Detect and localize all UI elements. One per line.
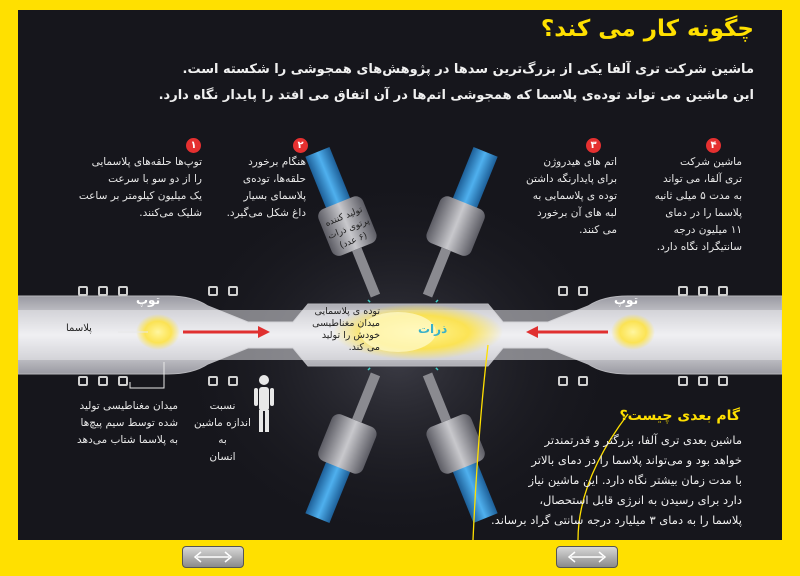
- step-4-line: تری آلفا، می تواند: [662, 173, 742, 185]
- coil-ring: [678, 286, 688, 296]
- page-title: چگونه کار می کند؟: [540, 16, 754, 42]
- step-2-badge: ۲: [293, 138, 308, 153]
- step-3-line: برای پایدارنگه داشتن: [526, 173, 617, 185]
- step-1-line: توپ‌ها حلقه‌های پلاسمایی: [91, 156, 202, 168]
- intro-line-1: ماشین شرکت تری آلفا یکی از بزرگ‌ترین سده…: [182, 62, 754, 77]
- coil-ring: [578, 376, 588, 386]
- magnet-label-line: به پلاسما شتاب می‌دهد: [77, 434, 178, 446]
- human-silhouette: [254, 375, 274, 432]
- next-step-line: با مدت زمان بیشتر نگاه دارد. این ماشین ن…: [528, 473, 742, 487]
- leader-curve: [472, 344, 489, 540]
- step-1-line: شلیک می‌کنند.: [139, 207, 202, 219]
- plasma-mass-line: خودش را تولید: [321, 330, 380, 341]
- magnet-label-line: شده توسط سیم پیچ‌ها: [80, 417, 179, 429]
- infographic-panel: چگونه کار می کند؟ ماشین شرکت تری آلفا یک…: [18, 10, 782, 540]
- arrow-left-head: [526, 326, 538, 338]
- coil-ring: [698, 286, 708, 296]
- injector-top-left: [305, 147, 381, 298]
- step-4-line: پلاسما را در دمای: [665, 207, 742, 219]
- plasma-glow-right: [611, 314, 655, 350]
- next-step-line: دارد برای رسیدن به انرژی قابل استحصال،: [539, 493, 742, 507]
- step-4-line: ۱۱ میلیون درجه: [673, 224, 742, 236]
- next-step-line: ماشین بعدی تری آلفا، بزرگتر و قدرتمندتر: [544, 433, 742, 447]
- step-4-text: ماشین شرکت تری آلفا، می تواند به مدت ۵ م…: [655, 154, 742, 256]
- coil-ring: [208, 286, 218, 296]
- injector-bottom-right: [422, 372, 498, 523]
- injector-top-right: [422, 147, 498, 298]
- double-arrow-icon: [567, 551, 607, 563]
- magnet-label: میدان مغناطیسی تولید شده توسط سیم پیچ‌ها…: [77, 398, 178, 449]
- leader-line: [129, 362, 165, 389]
- gun-right-label: توپ: [614, 293, 639, 307]
- coil-ring: [558, 286, 568, 296]
- next-step-body: ماشین بعدی تری آلفا، بزرگتر و قدرتمندتر …: [491, 430, 742, 530]
- step-4-badge: ۴: [706, 138, 721, 153]
- coil-ring: [118, 376, 128, 386]
- scale-label-line: اندازه ماشین: [194, 417, 251, 429]
- nav-prev-button[interactable]: [182, 546, 244, 568]
- step-2-text: هنگام برخورد حلقه‌ها، توده‌ی پلاسمای بسی…: [227, 154, 306, 222]
- coil-ring: [718, 376, 728, 386]
- plasma-glow-left: [136, 314, 180, 350]
- step-1-text: توپ‌ها حلقه‌های پلاسمایی را از دو سو با …: [79, 154, 202, 222]
- intro-line-2: این ماشین می تواند توده‌ی پلاسما که همجو…: [158, 88, 754, 103]
- next-step-line: خواهد بود و می‌تواند پلاسما را در دمای ب…: [531, 453, 742, 467]
- machine-diagram: [18, 147, 782, 540]
- step-4-line: به مدت ۵ میلی ثانیه: [654, 190, 742, 202]
- plasma-label: پلاسما: [66, 323, 92, 334]
- coil-ring: [118, 286, 128, 296]
- step-4-line: ماشین شرکت: [679, 156, 742, 168]
- gun-left-label: توپ: [136, 293, 161, 307]
- coil-rings: [18, 10, 782, 540]
- coil-ring: [718, 286, 728, 296]
- step-3-badge: ۳: [586, 138, 601, 153]
- step-3-line: اتم های هیدروژن: [543, 156, 617, 168]
- injector-bottom-left: [305, 372, 381, 523]
- coil-ring: [228, 286, 238, 296]
- next-step-line: پلاسما را به دمای ۳ میلیارد درجه سانتی گ…: [491, 513, 742, 527]
- step-3-line: توده ی پلاسمایی به: [532, 190, 617, 202]
- plasma-mass-line: می کند.: [348, 342, 380, 353]
- step-3-line: لبه های آن برخورد: [537, 207, 617, 219]
- coil-ring: [698, 376, 708, 386]
- step-2-line: هنگام برخورد: [248, 156, 306, 168]
- magnet-label-line: میدان مغناطیسی تولید: [79, 400, 178, 412]
- plasma-core-center: [360, 312, 436, 352]
- step-1-badge: ۱: [186, 138, 201, 153]
- step-1-line: را از دو سو با سرعت: [108, 173, 202, 185]
- arrow-right-head: [258, 326, 270, 338]
- scale-label-line: انسان: [209, 451, 236, 463]
- coil-ring: [678, 376, 688, 386]
- scale-label-line: نسبت: [209, 400, 236, 412]
- coil-ring: [578, 286, 588, 296]
- step-1-line: یک میلیون کیلومتر بر ساعت: [78, 190, 202, 202]
- coil-ring: [78, 376, 88, 386]
- leader-curve-right: [577, 413, 629, 540]
- coil-ring: [98, 376, 108, 386]
- particles-label: ذرات: [418, 322, 448, 336]
- scale-label-line: به: [218, 434, 227, 446]
- step-3-text: اتم های هیدروژن برای پایدارنگه داشتن تود…: [526, 154, 617, 239]
- double-arrow-icon: [193, 551, 233, 563]
- step-2-line: حلقه‌ها، توده‌ی: [242, 173, 306, 185]
- nav-next-button[interactable]: [556, 546, 618, 568]
- coil-ring: [98, 286, 108, 296]
- coil-ring: [78, 286, 88, 296]
- coil-ring: [208, 376, 218, 386]
- coil-ring: [558, 376, 568, 386]
- step-2-line: داغ شکل می‌گیرد.: [226, 207, 306, 219]
- scale-label: نسبت اندازه ماشین به انسان: [194, 398, 251, 466]
- plasma-mass-label: توده ی پلاسمایی میدان مغناطیسی خودش را ت…: [312, 306, 380, 354]
- plasma-mass-line: توده ی پلاسمایی: [314, 306, 380, 317]
- step-4-line: سانتیگراد نگاه دارد.: [656, 241, 742, 253]
- step-2-line: پلاسمای بسیار: [243, 190, 306, 202]
- coil-ring: [228, 376, 238, 386]
- step-3-line: می کنند.: [579, 224, 617, 236]
- next-step-title: گام بعدی چیست؟: [619, 408, 740, 424]
- plasma-mass-line: میدان مغناطیسی: [312, 318, 380, 329]
